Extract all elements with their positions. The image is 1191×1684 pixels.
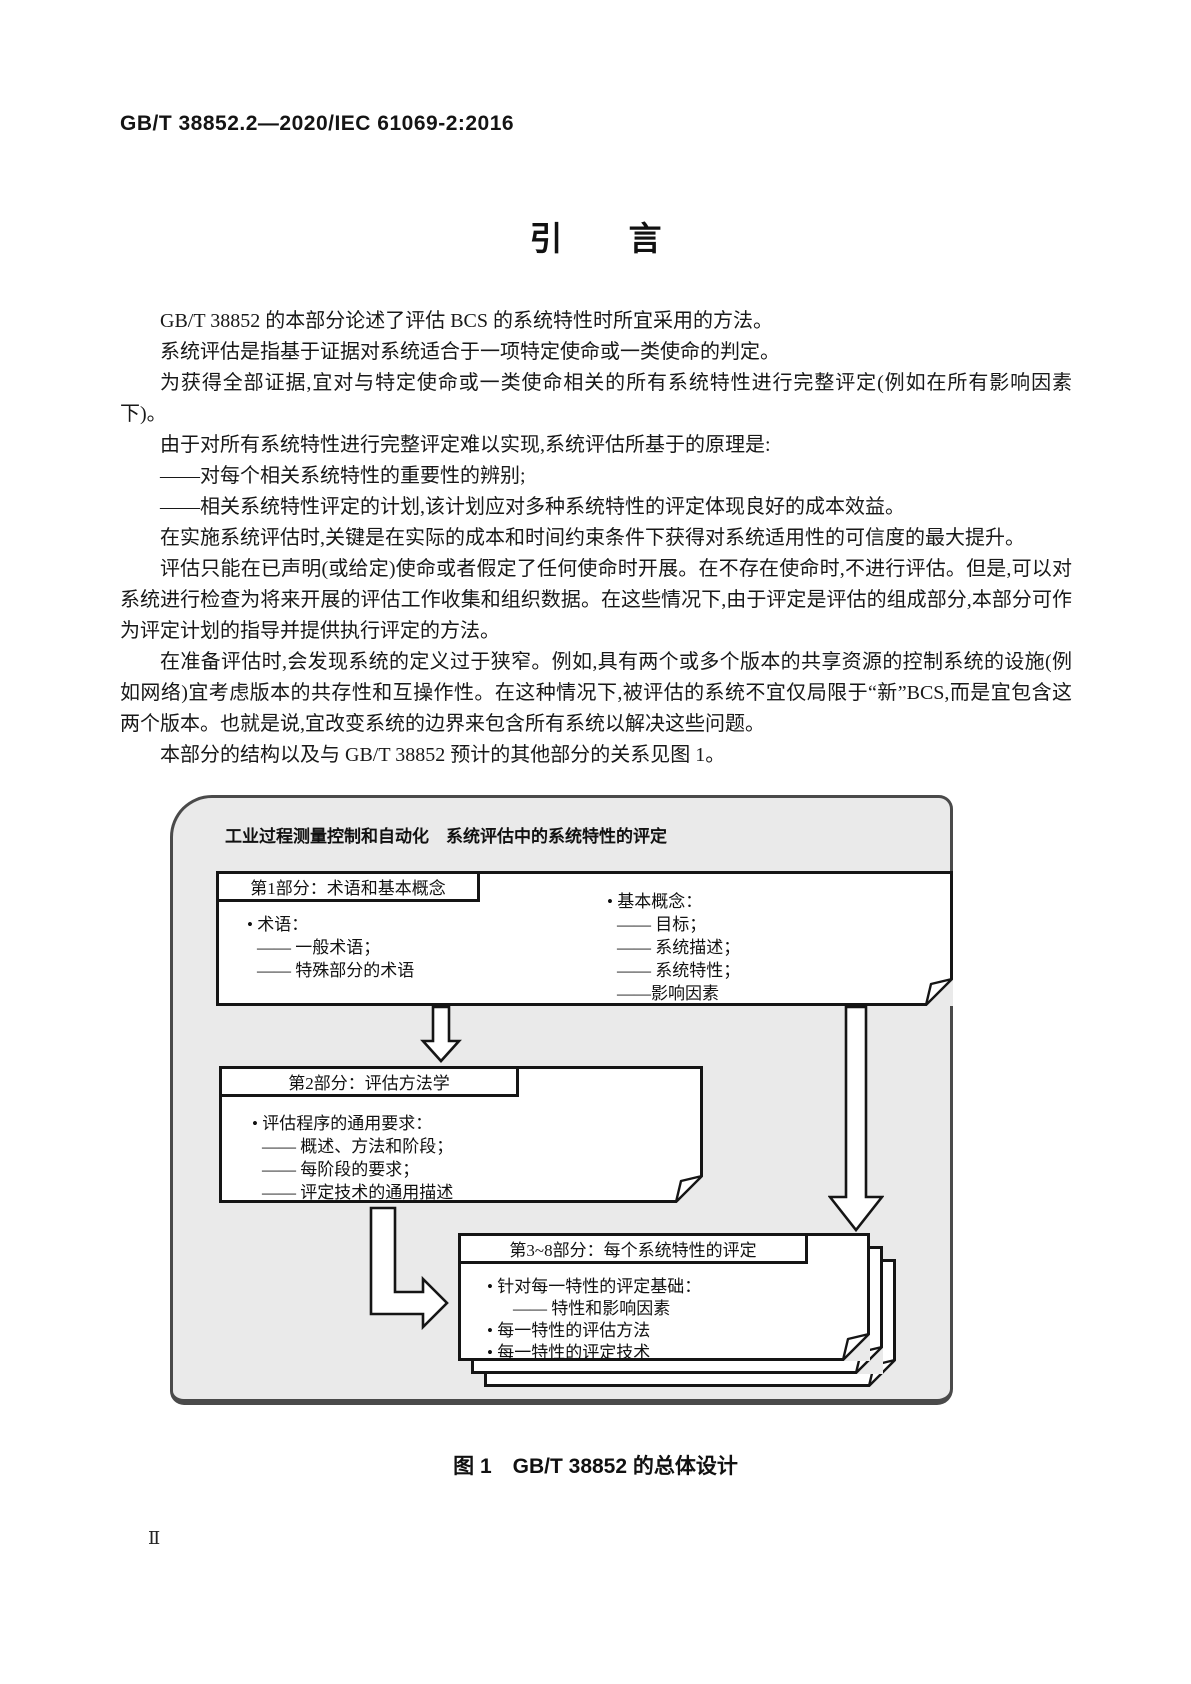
elbow-arrow-icon bbox=[369, 1206, 449, 1331]
part1-box: 第1部分：术语和基本概念 • 术语： —— 一般术语； —— 特殊部分的术语 •… bbox=[216, 871, 953, 1006]
page-number: Ⅱ bbox=[148, 1528, 161, 1548]
page-title: 引 言 bbox=[529, 220, 662, 257]
list-item: —— 系统特性； bbox=[617, 961, 741, 980]
part3-box: 第3~8部分：每个系统特性的评定 • 针对每一特性的评定基础： —— 特性和影响… bbox=[458, 1233, 870, 1364]
folded-corner-icon bbox=[674, 1174, 703, 1203]
part2-tab: 第2部分：评估方法学 bbox=[219, 1066, 519, 1097]
part3-list: • 针对每一特性的评定基础： —— 特性和影响因素 • 每一特性的评估方法 • … bbox=[487, 1276, 701, 1364]
figure-1-diagram: 工业过程测量控制和自动化 系统评估中的系统特性的评定 第1部分：术语和基本概念 … bbox=[170, 795, 953, 1405]
list-item: —— 评定技术的通用描述 bbox=[262, 1183, 454, 1202]
list-heading: • 针对每一特性的评定基础： bbox=[487, 1277, 702, 1296]
part1-tab: 第1部分：术语和基本概念 bbox=[216, 871, 480, 902]
list-item: —— 每阶段的要求； bbox=[262, 1160, 420, 1179]
part1-terms-list: • 术语： —— 一般术语； —— 特殊部分的术语 bbox=[247, 913, 414, 982]
part1-concepts-list: • 基本概念： —— 目标； —— 系统描述； —— 系统特性； ——影响因素 bbox=[607, 890, 740, 1005]
part3-tab: 第3~8部分：每个系统特性的评定 bbox=[458, 1233, 808, 1264]
introduction-text: GB/T 38852 的本部分论述了评估 BCS 的系统特性时所宜采用的方法。 … bbox=[120, 306, 1072, 771]
standard-number: GB/T 38852.2—2020/IEC 61069-2:2016 bbox=[120, 112, 515, 135]
list-item: • 每一特性的评估方法 bbox=[487, 1321, 651, 1340]
intro-paragraph: 评估只能在已声明(或给定)使命或者假定了任何使命时开展。在不存在使命时,不进行评… bbox=[120, 558, 1072, 642]
part2-list: • 评估程序的通用要求： —— 概述、方法和阶段； —— 每阶段的要求； —— … bbox=[252, 1112, 453, 1204]
list-item: —— 目标； bbox=[617, 915, 707, 934]
list-item: —— 概述、方法和阶段； bbox=[262, 1137, 454, 1156]
intro-paragraph: 在准备评估时,会发现系统的定义过于狭窄。例如,具有两个或多个版本的共享资源的控制… bbox=[120, 651, 1072, 735]
list-item: • 每一特性的评定技术 bbox=[487, 1343, 651, 1362]
list-item: ——影响因素 bbox=[617, 984, 719, 1003]
list-heading: • 评估程序的通用要求： bbox=[252, 1114, 433, 1133]
figure-caption: 图 1 GB/T 38852 的总体设计 bbox=[453, 1455, 738, 1478]
list-item: —— 特性和影响因素 bbox=[513, 1299, 671, 1318]
intro-paragraph: 为获得全部证据,宜对与特定使命或一类使命相关的所有系统特性进行完整评定(例如在所… bbox=[120, 372, 1072, 425]
intro-dash-item: ——对每个相关系统特性的重要性的辨别; bbox=[160, 465, 526, 487]
long-down-arrow-icon bbox=[828, 1005, 884, 1233]
list-item: —— 特殊部分的术语 bbox=[257, 961, 415, 980]
intro-paragraph: 由于对所有系统特性进行完整评定难以实现,系统评估所基于的原理是: bbox=[160, 434, 771, 456]
folded-corner-icon bbox=[841, 1332, 870, 1361]
list-item: —— 一般术语； bbox=[257, 938, 381, 957]
intro-paragraph: 本部分的结构以及与 GB/T 38852 预计的其他部分的关系见图 1。 bbox=[160, 744, 726, 766]
down-arrow-icon bbox=[420, 1005, 462, 1063]
intro-dash-item: ——相关系统特性评定的计划,该计划应对多种系统特性的评定体现良好的成本效益。 bbox=[160, 496, 905, 518]
list-heading: • 基本概念： bbox=[607, 892, 703, 911]
list-heading: • 术语： bbox=[247, 915, 309, 934]
intro-paragraph: GB/T 38852 的本部分论述了评估 BCS 的系统特性时所宜采用的方法。 bbox=[160, 310, 773, 332]
diagram-title: 工业过程测量控制和自动化 系统评估中的系统特性的评定 bbox=[225, 827, 667, 846]
intro-paragraph: 在实施系统评估时,关键是在实际的成本和时间约束条件下获得对系统适用性的可信度的最… bbox=[160, 527, 1025, 549]
folded-corner-icon bbox=[924, 977, 953, 1006]
list-item: —— 系统描述； bbox=[617, 938, 741, 957]
intro-paragraph: 系统评估是指基于证据对系统适合于一项特定使命或一类使命的判定。 bbox=[160, 341, 780, 363]
part2-box: 第2部分：评估方法学 • 评估程序的通用要求： —— 概述、方法和阶段； —— … bbox=[219, 1066, 703, 1203]
